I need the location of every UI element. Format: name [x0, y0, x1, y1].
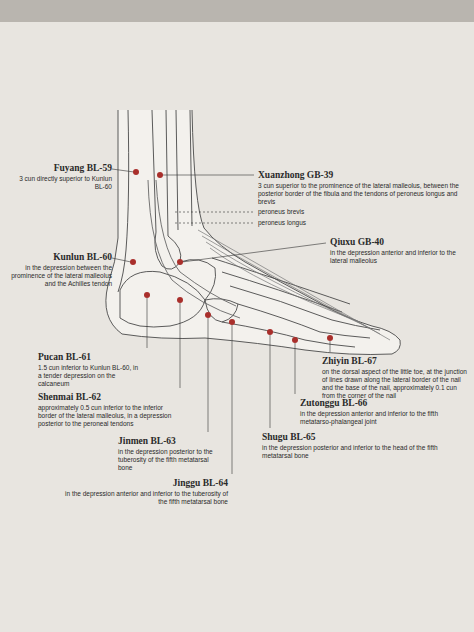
point-description: on the dorsal aspect of the little toe, …	[322, 368, 467, 401]
point-name: Shenmai BL-62	[38, 392, 101, 403]
point-description: approximately 0.5 cun inferior to the in…	[38, 404, 173, 428]
leader-lines	[112, 169, 330, 474]
foot-drawing	[106, 110, 400, 355]
point-name: Jinggu BL-64	[60, 478, 228, 489]
point-name: Fuyang BL-59	[10, 163, 112, 174]
point-name: Shugu BL-65	[262, 432, 316, 443]
point-description: in the depression posterior and inferior…	[262, 444, 452, 460]
point-description: 1.5 cun inferior to Kunlun BL-60, in a t…	[38, 364, 143, 388]
point-name: Zutonggu BL-66	[300, 398, 367, 409]
point-name: Kunlun BL-60	[10, 252, 112, 263]
page-edge	[0, 0, 474, 22]
point-description: in the depression posterior to the tuber…	[118, 448, 224, 472]
point-name: Jinmen BL-63	[118, 436, 176, 447]
point-description: in the depression anterior and inferior …	[60, 490, 228, 506]
point-description: 3 cun directly superior to Kunlun BL-60	[10, 175, 112, 191]
point-description: 3 cun superior to the prominence of the …	[258, 182, 463, 206]
point-description: in the depression anterior and inferior …	[300, 410, 450, 426]
point-description: in the depression between the prominence…	[10, 264, 112, 288]
muscle-label: peroneus brevis	[258, 208, 304, 215]
point-name: Xuanzhong GB-39	[258, 170, 333, 181]
muscle-label: peroneus longus	[258, 219, 306, 226]
point-description: in the depression anterior and inferior …	[330, 249, 460, 265]
point-name: Zhiyin BL-67	[322, 356, 377, 367]
point-name: Qiuxu GB-40	[330, 237, 384, 248]
point-name: Pucan BL-61	[38, 352, 91, 363]
